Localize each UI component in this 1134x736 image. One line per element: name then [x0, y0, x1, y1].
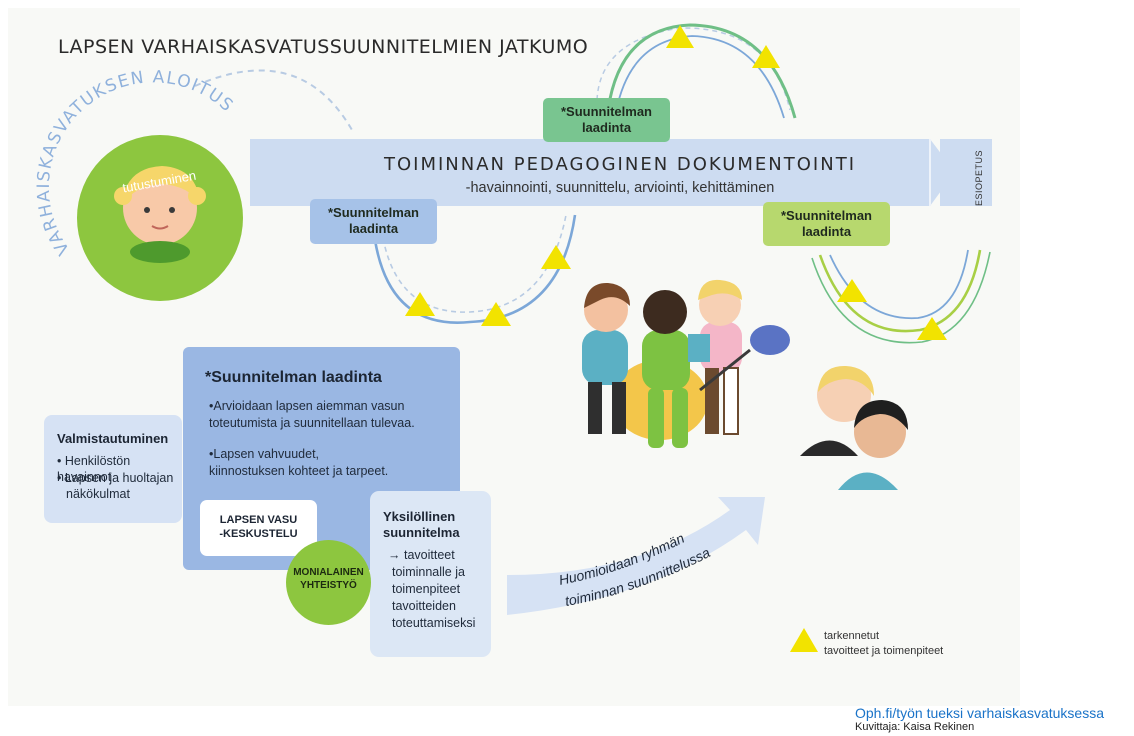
- planning-card-bullet: •Arvioidaan lapsen aiemman vasun toteutu…: [209, 398, 457, 432]
- vasu-discussion-box: [200, 500, 317, 556]
- child-pigtail-right: [188, 187, 206, 205]
- child-eye-left: [144, 207, 150, 213]
- legend-line2: tavoitteet ja toimenpiteet: [824, 645, 944, 657]
- individual-title-line1: Yksilöllinen: [383, 509, 456, 524]
- legend-triangle-marker: [790, 628, 818, 652]
- planning-tag-right: *Suunnitelman laadinta: [763, 202, 890, 246]
- planning-card-title: *Suunnitelman laadinta: [205, 369, 382, 386]
- triangle-marker: [541, 245, 571, 269]
- child-smile: [151, 225, 169, 230]
- cycle-arc-lime: [818, 249, 982, 333]
- illustrator-credit: Kuvittaja: Kaisa Rekinen: [855, 721, 975, 733]
- planning-tag-line2: laadinta: [581, 120, 632, 135]
- legend-label: tarkennetut tavoitteet ja toimenpiteet: [824, 629, 943, 659]
- cycle-arc-green-inner: [615, 35, 785, 119]
- triangle-marker: [837, 279, 867, 302]
- child-hair-illustration: [122, 166, 200, 205]
- planning-tag-line2: laadinta: [801, 224, 852, 239]
- individual-plan-text: → tavoitteet toiminnalle ja toimenpiteet…: [388, 547, 488, 632]
- individual-line: toiminnalle ja: [392, 565, 465, 579]
- documentation-band-end: [940, 139, 992, 206]
- planning-tag-left: *Suunnitelman laadinta: [310, 199, 437, 244]
- preparation-item-line: • Lapsen ja huoltajan: [57, 471, 174, 485]
- individual-plan-title: Yksilöllinen suunnitelma: [383, 509, 488, 541]
- bullet-line: •Arvioidaan lapsen aiemman vasun: [209, 399, 405, 413]
- multiprofessional-circle: [286, 540, 371, 625]
- documentation-subtitle: -havainnointi, suunnittelu, arviointi, k…: [465, 180, 775, 196]
- individual-line: toteuttamiseksi: [392, 616, 476, 630]
- planning-tag-line2: laadinta: [348, 221, 399, 236]
- refined-goal-markers: [405, 25, 947, 652]
- multiprofessional-label: MONIALAINEN YHTEISTYÖ: [286, 566, 371, 592]
- triangle-marker: [752, 45, 780, 68]
- preparation-item-line: • Henkilöstön havainnot: [57, 454, 131, 484]
- documentation-title: TOIMINNAN PEDAGOGINEN DOKUMENTOINTI: [383, 154, 857, 175]
- planning-tag-line1: *Suunnitelman: [560, 104, 652, 119]
- legend-line1: tarkennetut: [824, 630, 880, 642]
- bullet-line: •Lapsen vahvuudet,: [209, 447, 320, 461]
- triangle-marker: [405, 292, 435, 316]
- triangle-marker: [917, 317, 947, 340]
- planning-tag-top: *Suunnitelman laadinta: [543, 98, 670, 142]
- bullet-line: toteutumista ja suunnitellaan tulevaa.: [209, 416, 415, 430]
- planning-tag-line1: *Suunnitelman: [327, 205, 419, 220]
- preparation-item-line: näkökulmat: [66, 487, 130, 501]
- children-illustration: [582, 279, 790, 448]
- triangle-marker: [481, 302, 511, 326]
- dashed-loop-start: [194, 69, 353, 131]
- child-scarf-illustration: [130, 241, 190, 263]
- group-planning-arrow: [507, 497, 765, 615]
- bullet-line: kiinnostuksen kohteet ja tarpeet.: [209, 464, 389, 478]
- planning-card-bullet: •Lapsen vahvuudet, kiinnostuksen kohteet…: [209, 446, 457, 480]
- vasu-line1: LAPSEN VASU: [219, 514, 298, 526]
- cycle-arc-lime-outer: [811, 251, 991, 344]
- documentation-band-arrow: [250, 139, 955, 206]
- source-link[interactable]: Oph.fi/työn tueksi varhaiskasvatuksessa: [855, 705, 1105, 721]
- child-face-illustration: [123, 171, 197, 245]
- multi-line1: MONIALAINEN: [293, 567, 364, 578]
- child-pigtail-left: [114, 187, 132, 205]
- page-title: LAPSEN VARHAISKASVATUSSUUNNITELMIEN JATK…: [58, 36, 589, 58]
- individual-line: tavoitteiden: [392, 599, 456, 613]
- planning-tag-line1: *Suunnitelman: [780, 208, 872, 223]
- preschool-label: ESIOPETUS: [974, 149, 984, 206]
- vasu-discussion-label: LAPSEN VASU -KESKUSTELU: [200, 513, 317, 541]
- preparation-card: [44, 415, 182, 523]
- individual-title-line2: suunnitelma: [383, 525, 460, 540]
- individual-plan-card: [370, 491, 491, 657]
- triangle-marker: [666, 25, 694, 48]
- multi-line2: YHTEISTYÖ: [300, 580, 357, 591]
- preparation-item: • Henkilöstön havainnot: [57, 453, 182, 485]
- vasu-line2: -KESKUSTELU: [219, 528, 298, 540]
- individual-line: → tavoitteet: [388, 548, 455, 562]
- cycle-arc-green: [606, 23, 797, 119]
- preparation-item: • Lapsen ja huoltajan näkökulmat: [57, 470, 182, 502]
- child-eye-right: [169, 207, 175, 213]
- individual-line: toimenpiteet: [392, 582, 461, 596]
- preparation-title: Valmistautuminen: [57, 431, 169, 446]
- adults-illustration: [800, 365, 908, 490]
